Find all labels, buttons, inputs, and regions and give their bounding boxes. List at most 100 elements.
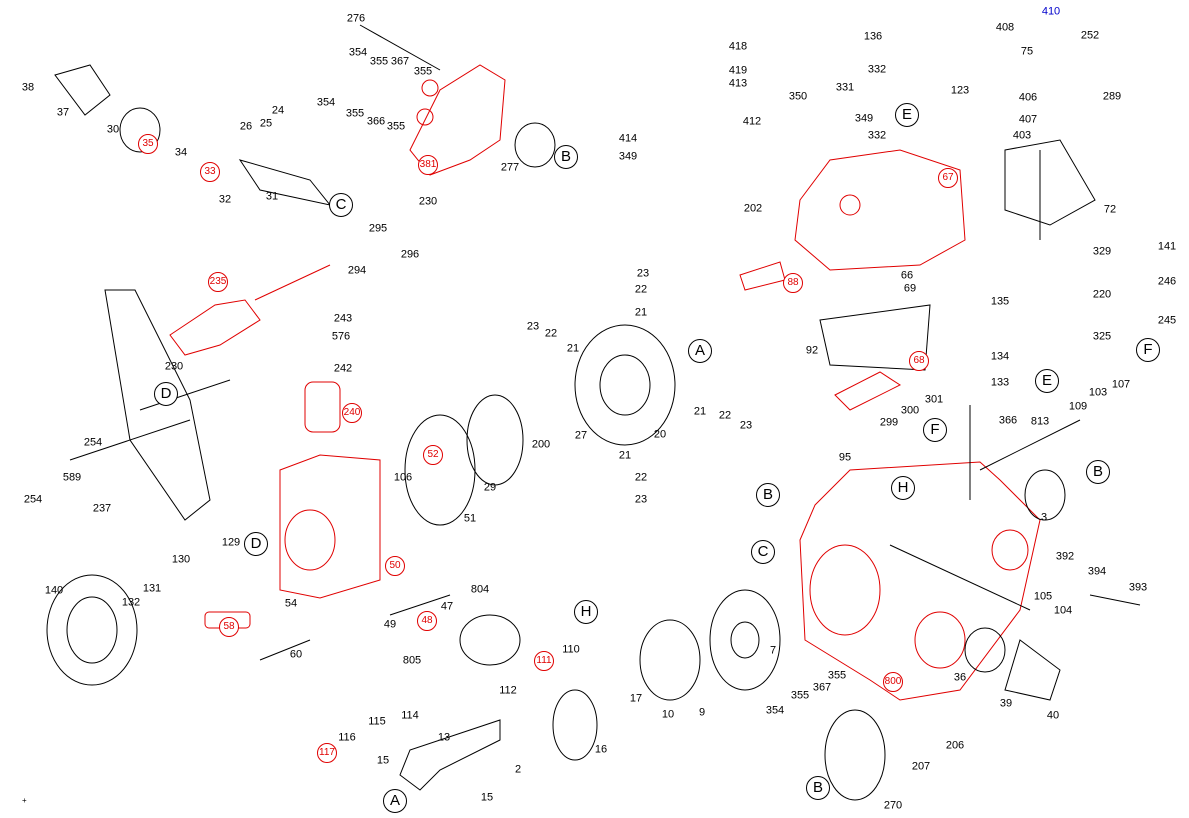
part-callout-75: 75 [1020,45,1034,58]
part-callout-332: 332 [867,63,887,76]
part-callout-9: 9 [698,706,706,719]
part-callout-412: 412 [742,115,762,128]
part-callout-116: 116 [338,731,356,744]
part-callout-350: 350 [788,90,808,103]
part-callout-329: 329 [1092,245,1112,258]
part-callout-13: 13 [437,731,451,744]
part-callout-295: 295 [368,222,388,235]
part-callout-26: 26 [239,120,253,133]
reference-letter-a: A [688,339,712,363]
part-callout-88: 88 [783,273,803,293]
reference-letter-h: H [574,600,598,624]
part-callout-393: 393 [1128,581,1148,594]
hydraulic-head [279,454,381,599]
part-callout-230: 230 [418,195,438,208]
part-callout-32: 32 [218,193,232,206]
part-callout-37: 37 [56,106,70,119]
reference-letter-h: H [891,476,915,500]
part-callout-110: 110 [562,643,580,656]
part-callout-112: 112 [499,684,517,697]
part-callout-230: 230 [164,360,184,373]
part-callout-106: 106 [393,471,413,484]
reference-letter-b: B [554,145,578,169]
part-callout-141: 141 [1157,240,1177,253]
part-callout-66: 66 [900,269,914,282]
part-callout-22: 22 [718,409,732,422]
part-callout-15: 15 [376,754,390,767]
part-callout-60: 60 [289,648,303,661]
part-callout-407: 407 [1018,113,1038,126]
part-callout-48: 48 [417,611,437,631]
part-callout-355: 355 [413,65,433,78]
part-callout-354: 354 [765,704,785,717]
part-callout-103: 103 [1088,386,1108,399]
part-callout-21: 21 [634,306,648,319]
part-callout-202: 202 [743,202,763,215]
part-callout-23: 23 [739,419,753,432]
part-callout-22: 22 [634,471,648,484]
part-callout-29: 29 [483,481,497,494]
part-callout-136: 136 [863,30,883,43]
part-callout-276: 276 [346,12,366,25]
part-callout-220: 220 [1092,288,1112,301]
part-callout-104: 104 [1053,604,1073,617]
part-callout-392: 392 [1055,550,1075,563]
part-callout-355: 355 [386,120,406,133]
part-callout-245: 245 [1157,314,1177,327]
part-callout-813: 813 [1030,415,1050,428]
part-callout-39: 39 [999,697,1013,710]
part-callout-17: 17 [629,692,643,705]
part-callout-31: 31 [265,190,279,203]
part-callout-72: 72 [1103,203,1117,216]
corner-mark: + [22,796,27,805]
part-callout-419: 419 [728,64,748,77]
part-callout-805: 805 [402,654,422,667]
part-callout-367: 367 [812,681,832,694]
part-callout-331: 331 [835,81,855,94]
part-callout-589: 589 [62,471,82,484]
part-callout-25: 25 [259,117,273,130]
part-callout-52: 52 [423,445,443,465]
reference-letter-a: A [383,789,407,813]
part-callout-418: 418 [728,40,748,53]
part-callout-109: 109 [1068,400,1088,413]
part-callout-95: 95 [838,451,852,464]
part-callout-366: 366 [366,115,386,128]
part-callout-38: 38 [21,81,35,94]
part-callout-34: 34 [174,146,188,159]
part-callout-403: 403 [1012,129,1032,142]
part-callout-299: 299 [879,416,899,429]
part-callout-207: 207 [911,760,931,773]
part-callout-16: 16 [594,743,608,756]
part-callout-58: 58 [219,617,239,637]
part-callout-69: 69 [903,282,917,295]
part-callout-2: 2 [514,763,522,776]
part-callout-240: 240 [342,403,362,423]
leader-lines [69,24,1041,611]
part-callout-92: 92 [805,344,819,357]
reference-letter-c: C [329,193,353,217]
part-callout-406: 406 [1018,91,1038,104]
reference-letter-f: F [1136,338,1160,362]
part-callout-414: 414 [618,132,638,145]
part-callout-105: 105 [1033,590,1053,603]
part-callout-252: 252 [1080,29,1100,42]
part-callout-24: 24 [271,104,285,117]
part-callout-349: 349 [618,150,638,163]
part-callout-237: 237 [92,502,112,515]
part-callout-355: 355 [345,107,365,120]
part-callout-133: 133 [990,376,1010,389]
part-callout-21: 21 [618,449,632,462]
part-callout-355: 355 [827,669,847,682]
reference-letter-d: D [244,532,268,556]
part-callout-800: 800 [883,672,903,692]
part-callout-130: 130 [171,553,191,566]
part-callout-22: 22 [634,283,648,296]
part-callout-355: 355 [790,689,810,702]
part-callout-21: 21 [693,405,707,418]
part-callout-114: 114 [401,709,419,722]
part-callout-242: 242 [333,362,353,375]
reference-letter-e: E [1035,369,1059,393]
reference-letter-d: D [154,382,178,406]
